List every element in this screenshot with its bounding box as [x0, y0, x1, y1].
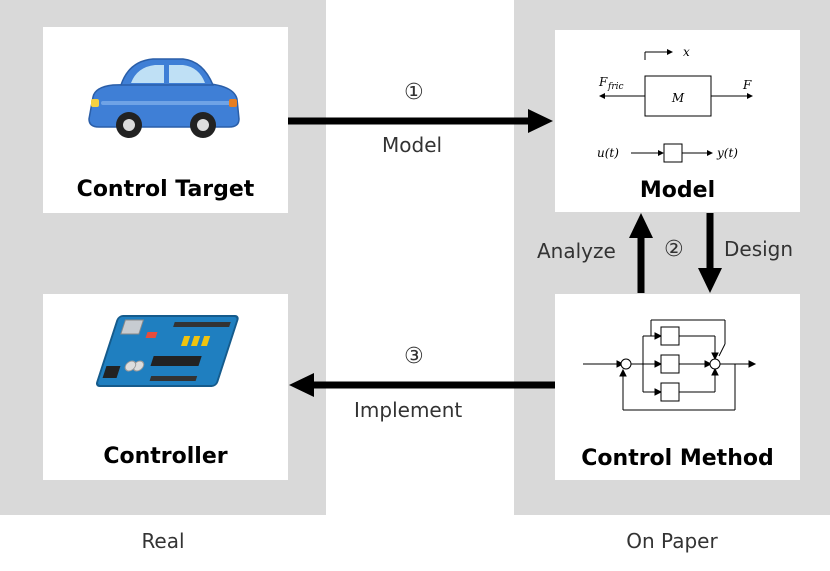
- mass-spring-diagram: x M F fric F u(t) y(t): [597, 45, 753, 163]
- paper-caption: On Paper: [626, 529, 718, 553]
- pid-block-diagram: [583, 319, 757, 411]
- controller-title: Controller: [103, 444, 228, 469]
- design-step-number: ②: [664, 237, 684, 262]
- output-signal-label: y(t): [716, 146, 738, 160]
- friction-subscript: fric: [607, 82, 624, 92]
- design-label: Design: [724, 237, 794, 261]
- mass-label: M: [671, 91, 685, 105]
- model-step-label: Model: [382, 133, 443, 157]
- implement-label: Implement: [354, 398, 463, 422]
- model-step-number: ①: [404, 80, 424, 105]
- real-caption: Real: [141, 529, 185, 553]
- control-method-title: Control Method: [581, 446, 774, 471]
- model-box: x M F fric F u(t) y(t) Model: [555, 30, 800, 212]
- model-title: Model: [639, 178, 716, 203]
- control-target-box: Control Target: [43, 27, 288, 213]
- analyze-label: Analyze: [537, 239, 616, 263]
- car-icon: [88, 58, 240, 138]
- controller-box: Controller: [43, 294, 288, 480]
- control-method-box: Control Method: [555, 294, 800, 480]
- position-var-label: x: [683, 45, 690, 59]
- input-signal-label: u(t): [597, 146, 619, 160]
- force-label: F: [742, 78, 752, 92]
- arduino-board-icon: [95, 315, 239, 387]
- friction-label: F: [598, 75, 608, 89]
- control-target-title: Control Target: [76, 177, 255, 202]
- implement-step-number: ③: [404, 344, 424, 369]
